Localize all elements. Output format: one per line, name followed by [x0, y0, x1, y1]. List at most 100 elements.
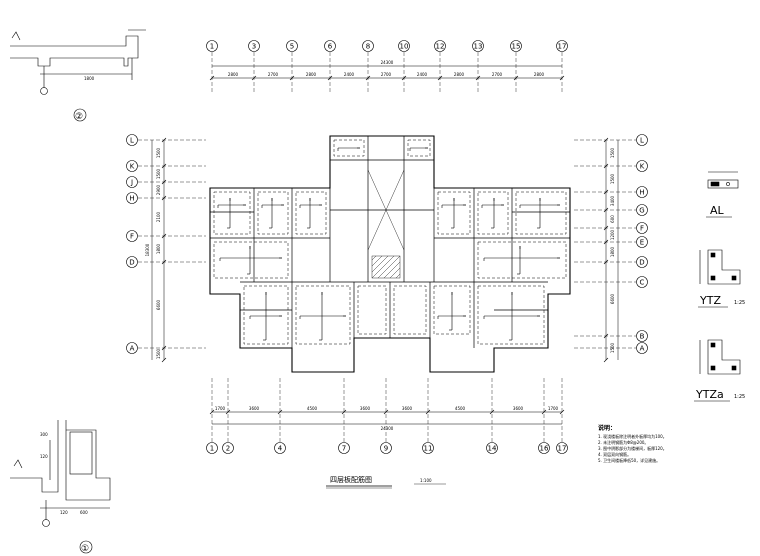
right-dim: 1500 — [610, 342, 615, 353]
grid-axis-top-17-label: 17 — [558, 43, 567, 51]
drawing-title-block: 四层板配筋图 1:100 — [326, 475, 446, 489]
grid-axis-bottom-9 — [380, 442, 392, 454]
bottom-dim: 4500 — [307, 406, 318, 411]
left-dim: 2900 — [156, 184, 161, 195]
top-dim: 2400 — [417, 72, 428, 77]
stair-hatch — [367, 169, 405, 279]
grid-axis-top-12-label: 12 — [436, 43, 445, 51]
right-dim: 600 — [610, 215, 615, 223]
section-ytza-scale: 1:25 — [734, 394, 745, 400]
general-notes: 说明： 1. 现浇楼板除注明者外板厚均为100。 2. 未注明钢筋为Φ8@200… — [598, 426, 758, 464]
beam-dashed-lines — [213, 139, 567, 345]
top-dim: 2800 — [306, 72, 317, 77]
detail-2 — [10, 29, 146, 95]
grid-axis-top-3 — [248, 40, 260, 52]
grid-axis-left-K-label: K — [130, 163, 135, 171]
interior-walls — [210, 136, 570, 348]
grid-axis-left-H — [126, 192, 138, 204]
grid-axis-bottom-1-label: 1 — [210, 445, 214, 453]
grid-axis-right-H — [636, 186, 648, 198]
bottom-dim: 3600 — [249, 406, 260, 411]
grid-axis-left-F — [126, 230, 138, 242]
grid-axis-right-L-label: L — [640, 137, 644, 145]
grid-axis-bottom-14-label: 14 — [488, 445, 497, 453]
grid-axis-left-L-label: L — [130, 137, 134, 145]
grid-axis-left-A-label: A — [130, 345, 135, 353]
detail-2-dim: 1800 — [84, 76, 95, 81]
grid-axis-bottom-7 — [338, 442, 350, 454]
grid-axis-right-E-label: E — [640, 239, 644, 247]
grid-axis-top-8-label: 8 — [366, 43, 370, 51]
left-dim: 1800 — [156, 243, 161, 254]
top-dim: 2800 — [454, 72, 465, 77]
section-ytz-label: YTZ — [699, 294, 721, 307]
grid-axis-left-J-label: J — [130, 179, 133, 187]
grid-axis-right-K — [636, 160, 648, 172]
grid-axis-top-13 — [472, 40, 484, 52]
grid-axis-bottom-16 — [538, 442, 550, 454]
rebar-marks — [217, 147, 560, 341]
grid-axis-top-17 — [556, 40, 568, 52]
note-item: 1. 现浇楼板除注明者外板厚均为100。 — [598, 434, 667, 439]
grid-axis-right-F-label: F — [640, 225, 644, 233]
grid-axis-top-1 — [206, 40, 218, 52]
bottom-total-dim: 24300 — [381, 426, 394, 431]
right-dim: 1500 — [610, 173, 615, 184]
grid-axis-right-G — [636, 204, 648, 216]
grid-axis-bottom-17-label: 17 — [558, 445, 567, 453]
grid-axis-top-8 — [362, 40, 374, 52]
grid-axis-right-A — [636, 342, 648, 354]
bottom-dim: 1700 — [215, 406, 226, 411]
top-dim: 2700 — [381, 72, 392, 77]
building-outline — [209, 135, 571, 373]
grid-axis-top-6-label: 6 — [328, 43, 333, 51]
grid-axis-right-C-label: C — [640, 279, 645, 287]
detail-1 — [10, 420, 111, 527]
grid-axis-bottom-14 — [486, 442, 498, 454]
left-dim: 1500 — [156, 348, 161, 359]
grid-axis-right-H-label: H — [639, 189, 644, 197]
grid-axis-top-6 — [324, 40, 336, 52]
top-dim: 2800 — [534, 72, 545, 77]
drawing-scale: 1:100 — [420, 478, 432, 483]
grid-axis-right-B-label: B — [640, 333, 645, 341]
bottom-dim: 1700 — [548, 406, 559, 411]
grid-axis-bottom-4-label: 4 — [278, 445, 283, 453]
grid-axis-top-10-label: 10 — [400, 43, 409, 51]
note-item: 2. 未注明钢筋为Φ8@200。 — [598, 440, 649, 445]
detail-1-label: ① — [81, 544, 89, 554]
drawing-title: 四层板配筋图 — [330, 475, 372, 484]
grid-axis-bottom-16-label: 16 — [540, 445, 549, 453]
section-ytz — [699, 249, 741, 285]
grid-axis-right-B — [636, 330, 648, 342]
top-dim: 2400 — [344, 72, 355, 77]
grid-axis-top-12 — [434, 40, 446, 52]
grid-axis-right-C — [636, 276, 648, 288]
grid-axis-right-G-label: G — [639, 207, 644, 215]
svg-text:120: 120 — [60, 510, 68, 515]
note-item: 4. 双层双向钢筋。 — [598, 452, 632, 457]
section-ytza — [699, 339, 741, 375]
detail-1-bubble — [79, 540, 93, 554]
grid-axis-bottom-9-label: 9 — [384, 445, 388, 453]
top-dim: 2800 — [228, 72, 239, 77]
grid-axis-bottom-2 — [222, 442, 234, 454]
svg-text:120: 120 — [40, 454, 48, 459]
svg-text:300: 300 — [40, 432, 48, 437]
grid-axis-right-F — [636, 222, 648, 234]
section-al-label: AL — [710, 204, 725, 217]
notes-heading: 说明： — [598, 425, 617, 432]
right-dim: 1200 — [610, 229, 615, 240]
grid-axis-top-3-label: 3 — [252, 43, 256, 51]
section-al — [707, 171, 739, 189]
grid-axis-left-F-label: F — [130, 233, 134, 241]
grid-axis-left-D — [126, 256, 138, 268]
left-dim: 1500 — [156, 147, 161, 158]
note-item: 5. 卫生间楼板降低50，详见建施。 — [598, 458, 661, 463]
grid-axis-right-E — [636, 236, 648, 248]
grid-axis-bottom-17 — [556, 442, 568, 454]
grid-axis-right-L — [636, 134, 648, 146]
section-ytza-label: YTZa — [695, 388, 724, 401]
